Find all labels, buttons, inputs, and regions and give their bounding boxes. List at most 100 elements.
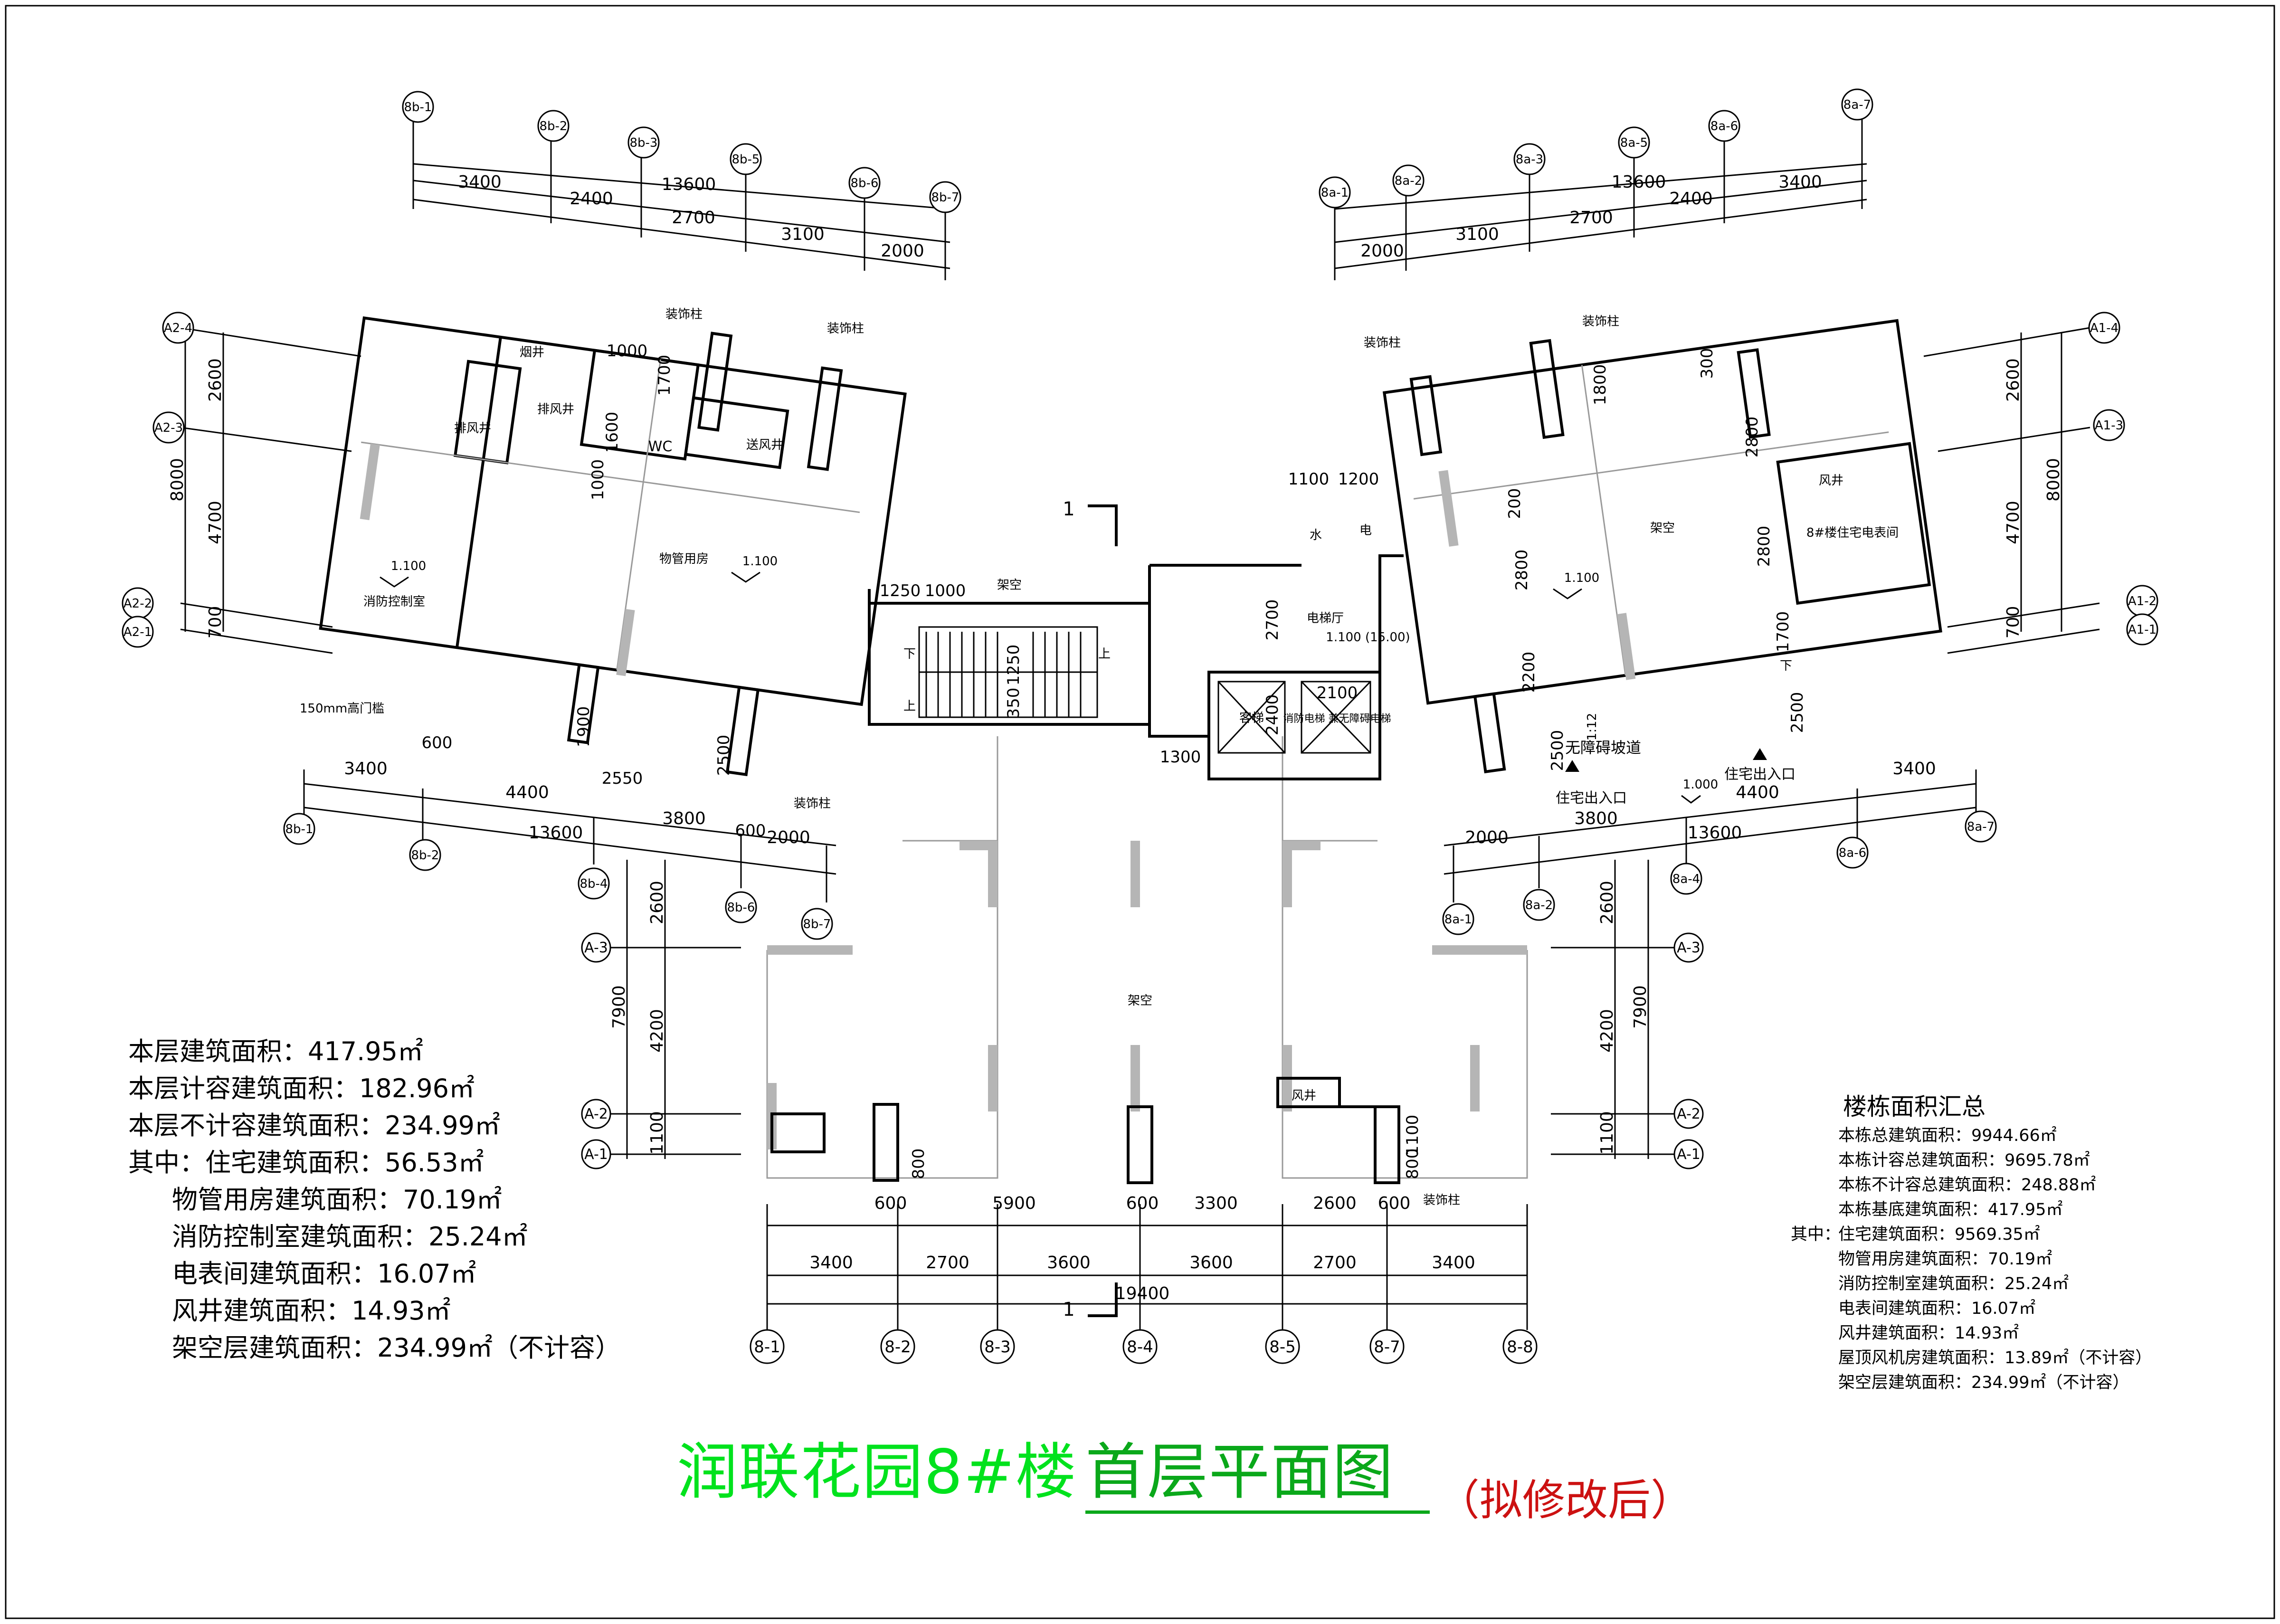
bottom-axis-bubbles [750,1329,1538,1364]
level-mark: 1.100 [742,554,778,569]
axis-label: 8b-2 [540,119,568,133]
center-block [766,554,1528,1184]
dimension-text: 3400 [458,172,502,192]
building-summary-row: 本栋总建筑面积：9944.66㎡ [1838,1126,2057,1145]
dimension-total: 13600 [1612,172,1666,192]
building-summary-detail: 住宅建筑面积：9569.35㎡ [1838,1225,2040,1244]
dimension-text: 600 [1126,1194,1159,1213]
floor-area-row: 本层计容建筑面积：182.96㎡ [128,1073,475,1103]
left-side-dimensions [122,312,361,654]
dimension-text: 1700 [655,355,674,396]
dimension-text: 1100 [647,1111,667,1155]
dimension-text: 1000 [589,459,608,501]
building-summary-detail: 电表间建筑面积：16.07㎡ [1838,1299,2036,1318]
axis-label: 8a-5 [1620,136,1648,150]
center-left-dimensions [581,860,741,1169]
floor-area-detail: 物管用房建筑面积：70.19㎡ [172,1185,502,1215]
dimension-text: 3800 [1574,809,1618,828]
room-label-passenger-lift: 客梯 [1239,711,1264,725]
section-mark: 1 [1063,1299,1074,1320]
room-label-open: 架空 [1650,521,1675,535]
dimension-text: 1800 [1591,364,1610,406]
floor-area-detail: 电表间建筑面积：16.07㎡ [172,1259,476,1289]
room-label-power: 电 [1359,523,1372,538]
ramp-label: 无障碍坡道 [1565,739,1641,757]
section-mark: 1 [1063,498,1074,520]
level-mark: 1.100 [391,559,426,573]
dimension-text: 1600 [603,412,622,453]
deco-column-label: 装饰柱 [1423,1193,1460,1207]
building-summary-detail: 消防控制室建筑面积：25.24㎡ [1838,1274,2069,1293]
room-label-exhaust: 排风井 [454,421,491,436]
axis-label-bottom: 8-8 [1507,1338,1533,1357]
dimension-text: 2800 [1743,417,1762,458]
dimension-text: 2700 [1313,1253,1357,1273]
floor-area-detail: 风井建筑面积：14.93㎡ [172,1296,451,1326]
stair-label: 上 [903,699,916,713]
dimension-text: 2000 [1360,241,1404,261]
deco-column-label: 装饰柱 [827,322,864,336]
title-underline [1085,1510,1430,1514]
dimension-text: 3400 [1892,759,1936,779]
dimension-text: 1300 [1160,748,1201,767]
dimension-text: 2500 [1548,730,1567,771]
dimension-text: 2000 [881,241,924,261]
axis-label: 8b-2 [411,848,439,863]
axis-label: 8b-4 [580,877,608,891]
building-summary-detail-first: 其中：住宅建筑面积：9569.35㎡ [1791,1222,2171,1247]
dimension-text: 3400 [344,759,388,779]
stair-label: 上 [1098,647,1111,661]
dimension-text: 350 [1004,688,1023,719]
axis-label: 8a-1 [1321,186,1349,200]
dimension-text: 3300 [1194,1194,1238,1213]
dimension-total: 19400 [1115,1284,1170,1303]
axis-label: 8b-6 [727,901,755,915]
dimension-text: 2600 [1313,1194,1357,1213]
dimension-text: 4700 [206,501,225,544]
dimension-text: 2400 [1669,189,1713,209]
building-summary-prefix: 其中： [1791,1225,1841,1244]
deco-column-label: 装饰柱 [794,797,831,811]
axis-label-row: A-3 [584,940,608,956]
room-label-property: 物管用房 [659,552,709,566]
axis-label: 8a-3 [1516,152,1543,167]
dimension-text: 300 [1698,348,1717,379]
dimension-text: 2200 [1520,652,1539,693]
drawing-subtitle: 首层平面图 [1085,1437,1395,1508]
axis-label: A2-3 [154,421,183,435]
axis-label: 8b-1 [404,100,432,114]
axis-label: A1-1 [2128,623,2156,637]
room-label-elevator-hall: 电梯厅 [1307,611,1344,626]
axis-label: A2-4 [164,321,192,335]
dimension-text: 2600 [2004,358,2023,402]
deco-column-label: 装饰柱 [665,307,703,322]
axis-label-bottom: 8-5 [1269,1338,1296,1357]
right-top-dimensions [1319,88,1873,280]
floor-area-row: 本层建筑面积：417.95㎡ [128,1036,423,1066]
building-summary-detail: 风井建筑面积：14.93㎡ [1838,1324,2019,1343]
dimension-text: 600 [1378,1194,1411,1213]
axis-label: 8b-7 [803,917,831,931]
dimension-text: 2000 [1465,828,1509,847]
dimension-text: 2700 [1569,208,1613,228]
dimension-text: 1900 [574,706,593,748]
dimension-text: 4700 [2004,501,2023,544]
axis-label-bottom: 8-7 [1374,1338,1400,1357]
level-symbols [380,504,1767,1317]
dimension-total: 13600 [529,823,583,843]
deco-column-label: 装饰柱 [1582,314,1619,329]
axis-label-row: A-1 [584,1146,608,1163]
axis-label: 8a-6 [1710,119,1738,133]
building-summary-table: 楼栋面积汇总 本栋总建筑面积：9944.66㎡ 本栋计容总建筑面积：9695.7… [1791,1090,2171,1395]
dimension-text: 3100 [1455,225,1499,244]
axis-label-bottom: 8-2 [884,1338,911,1357]
dimension-text: 800 [1403,1149,1422,1179]
dimension-text: 4200 [647,1009,667,1053]
dimension-text: 2700 [1263,599,1282,641]
dimension-text: 4400 [505,783,549,802]
axis-label: 8b-7 [931,190,960,205]
dimension-text: 1000 [607,342,648,361]
building-summary-row: 本栋基底建筑面积：417.95㎡ [1838,1200,2063,1219]
dimension-text: 2600 [647,881,667,924]
